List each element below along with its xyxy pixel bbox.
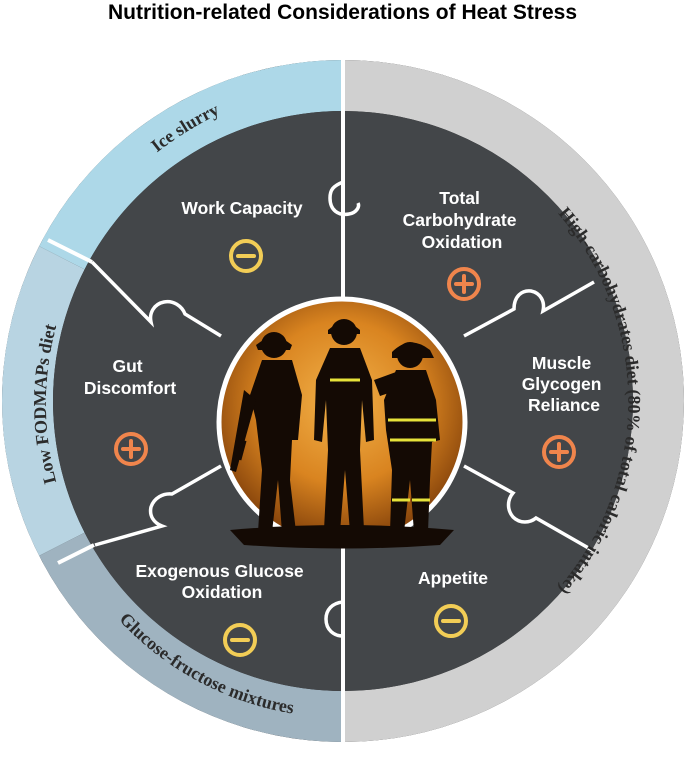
segment-gut-discomfort: Gut Discomfort bbox=[84, 356, 177, 398]
segment-exogenous-glucose-oxidation: Exogenous Glucose Oxidation bbox=[135, 561, 308, 602]
reflective-stripes bbox=[330, 378, 436, 502]
silhouettes-icon bbox=[230, 319, 454, 549]
segment-work-capacity: Work Capacity bbox=[181, 198, 303, 218]
segment-total-carbohydrate-oxidation: Total Carbohydrate Oxidation bbox=[403, 188, 522, 252]
center-image bbox=[216, 296, 468, 549]
ring-sector-high-carbohydrates bbox=[343, 60, 684, 742]
segment-labels: Work Capacity Total Carbohydrate Oxidati… bbox=[84, 188, 607, 602]
plus-circle-icon bbox=[542, 435, 576, 469]
ring-sector-ice-slurry bbox=[39, 59, 343, 270]
plus-circle-icon bbox=[447, 267, 481, 301]
segment-dividers bbox=[90, 111, 595, 690]
ring-sector-low-fodmaps bbox=[1, 246, 85, 556]
diagram-title: Nutrition-related Considerations of Heat… bbox=[107, 1, 578, 24]
minus-circle-icon bbox=[434, 604, 468, 638]
minus-circle-icon bbox=[229, 239, 263, 273]
ring-sector-glucose-fructose bbox=[39, 532, 343, 742]
effect-icons bbox=[114, 239, 576, 657]
segment-muscle-glycogen-reliance: Muscle Glycogen Reliance bbox=[522, 353, 607, 415]
minus-circle-icon bbox=[223, 623, 257, 657]
segment-appetite: Appetite bbox=[418, 568, 488, 588]
plus-circle-icon bbox=[114, 432, 148, 466]
